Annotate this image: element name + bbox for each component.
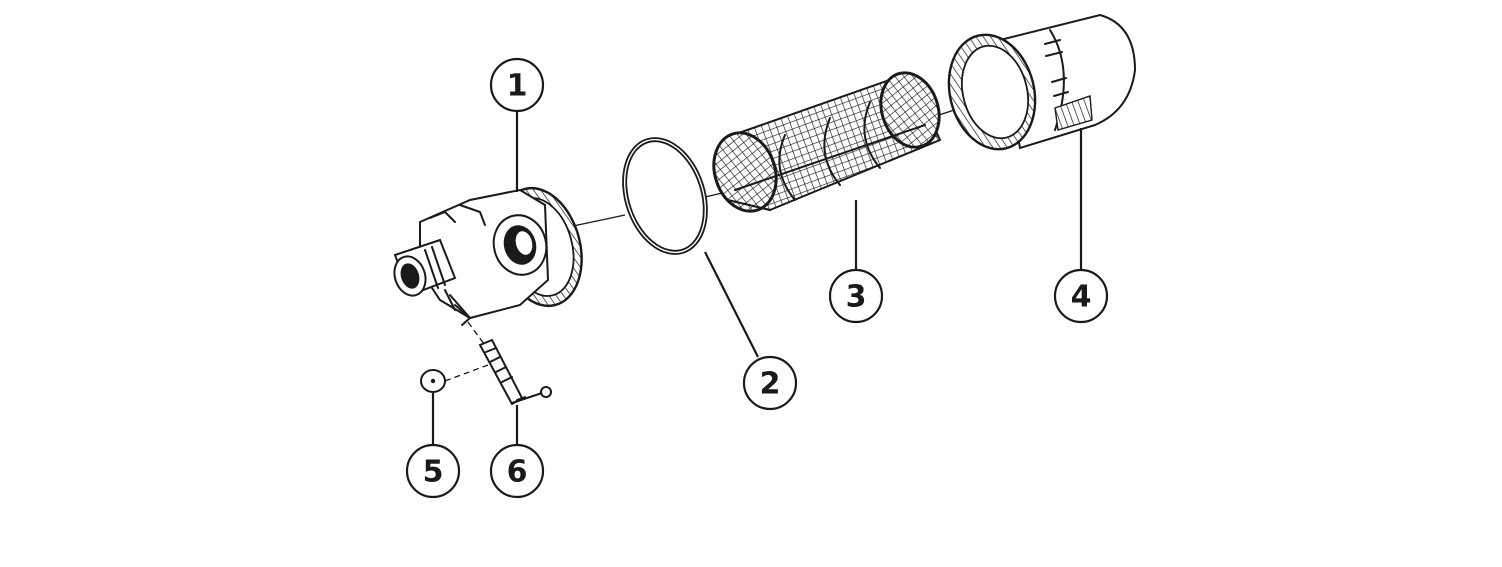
callout-3: 3 <box>828 268 884 324</box>
callout-2: 2 <box>742 355 798 411</box>
leader-lines <box>431 111 1083 445</box>
callout-1-label: 1 <box>507 69 528 104</box>
o-ring-part <box>622 137 708 255</box>
callout-6-label: 6 <box>507 455 528 490</box>
filter-head-part <box>393 186 583 326</box>
callout-2-label: 2 <box>760 367 781 402</box>
mesh-filter-basket-part <box>712 71 942 213</box>
callout-4-label: 4 <box>1071 280 1092 315</box>
callout-5-label: 5 <box>423 455 444 490</box>
callout-5: 5 <box>405 443 461 499</box>
drain-valve-part <box>478 338 552 406</box>
callout-3-label: 3 <box>846 280 867 315</box>
assembly-dash-lines <box>444 321 489 382</box>
callout-1: 1 <box>489 57 545 113</box>
washer-part <box>420 369 446 393</box>
callout-6: 6 <box>489 443 545 499</box>
filter-bowl-part <box>947 13 1137 151</box>
callout-4: 4 <box>1053 268 1109 324</box>
